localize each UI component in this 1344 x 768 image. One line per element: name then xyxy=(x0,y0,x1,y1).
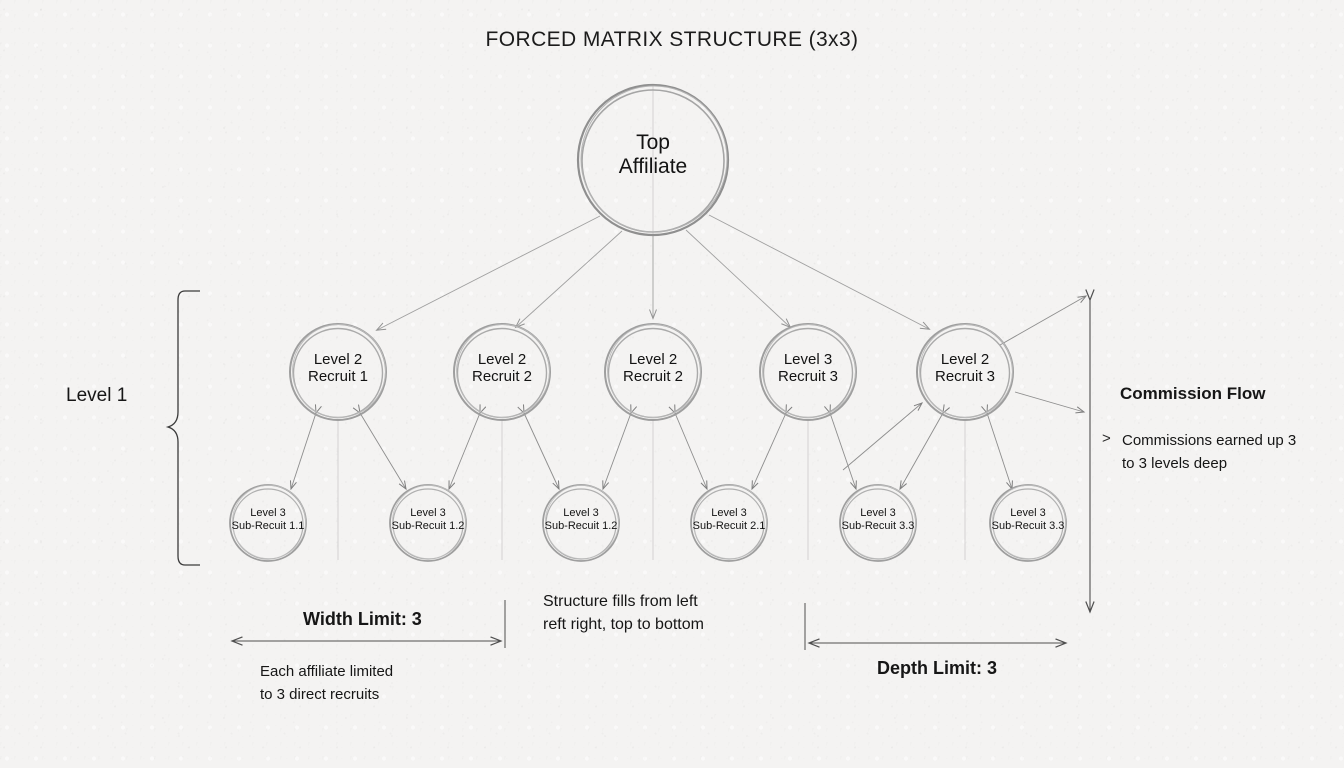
node-level2-3 xyxy=(604,323,702,421)
level1-brace xyxy=(165,290,200,566)
edge-root-to-l2-4 xyxy=(685,229,792,329)
edge-root-to-l2-1 xyxy=(375,215,601,331)
edge-root-to-l2-2 xyxy=(514,230,623,329)
node-level2-2 xyxy=(453,323,551,421)
width-limit-note-line2: to 3 direct recruits xyxy=(260,685,380,703)
node-level3-6 xyxy=(989,484,1067,562)
commission-flow-line1: Commissions earned up 3 xyxy=(1122,432,1297,449)
edge-l2-1-to-l3-2 xyxy=(352,404,407,491)
fill-order-note-line2: reft right, top to bottom xyxy=(543,616,704,634)
edge-diagonal-to-l2-5 xyxy=(842,402,924,471)
node-level3-1 xyxy=(229,484,307,562)
fill-order-note-line1: Structure fills from left xyxy=(543,593,698,610)
width-limit-label: Width Limit: 3 xyxy=(303,609,422,629)
edge-l2-3-to-l3-3 xyxy=(602,404,638,491)
fill-order-note: Structure fills from left reft right, to… xyxy=(543,590,704,636)
node-level2-1 xyxy=(289,323,387,421)
edge-l2-1-to-l3-1 xyxy=(289,404,322,491)
node-level2-5 xyxy=(916,323,1014,421)
page-title: FORCED MATRIX STRUCTURE (3x3) xyxy=(485,28,859,51)
edge-l2-3-to-l3-4 xyxy=(668,404,708,491)
edge-commission-up xyxy=(999,295,1088,346)
edge-l2-4-to-l3-5 xyxy=(824,404,857,491)
depth-limit-dimension xyxy=(804,603,1066,650)
edge-l2-5-to-l3-5 xyxy=(899,404,950,491)
node-level3-2 xyxy=(389,484,467,562)
commission-flow-title: Commission Flow xyxy=(1120,384,1266,403)
edge-l2-2-to-l3-2 xyxy=(448,404,487,491)
edge-l2-4-to-l3-4 xyxy=(751,404,793,491)
edge-root-to-l2-5 xyxy=(708,214,931,330)
node-level3-4 xyxy=(690,484,768,562)
depth-limit-label: Depth Limit: 3 xyxy=(877,658,997,678)
node-level3-3 xyxy=(542,484,620,562)
node-top-affiliate xyxy=(576,83,730,237)
edge-l2-5-to-l3-6 xyxy=(981,404,1013,491)
commission-flow-line2: to 3 levels deep xyxy=(1122,454,1228,472)
node-level3-5 xyxy=(839,484,917,562)
node-level2-4 xyxy=(759,323,857,421)
width-limit-dimension xyxy=(232,600,506,648)
commission-flow-bullet-icon: > xyxy=(1102,430,1111,447)
edge-commission-out xyxy=(1014,391,1086,414)
level1-bracket-label: Level 1 xyxy=(66,385,128,406)
width-limit-note: Each affiliate limited to 3 direct recru… xyxy=(260,661,393,706)
commission-flow-text: Commissions earned up 3 to 3 levels deep xyxy=(1122,430,1296,475)
width-limit-note-line1: Each affiliate limited xyxy=(260,663,394,680)
edge-l2-2-to-l3-3 xyxy=(517,404,560,491)
